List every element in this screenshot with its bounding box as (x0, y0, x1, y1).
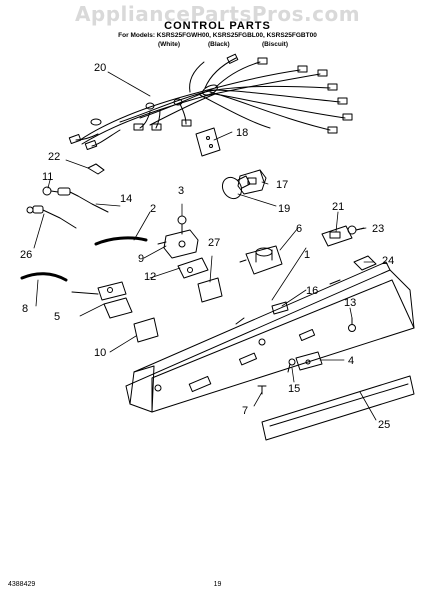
part-switch-4 (295, 351, 323, 371)
page-title: CONTROL PARTS (164, 20, 271, 32)
part-thermistor-probe (26, 205, 77, 229)
callout-2: 2 (150, 203, 156, 215)
page-number: 19 (213, 581, 222, 588)
part-capillary-tube (77, 195, 109, 213)
callout-15: 15 (288, 383, 300, 395)
callout-12: 12 (144, 271, 156, 283)
part-screw-15 (287, 358, 296, 373)
callout-11: 11 (42, 171, 53, 183)
part-label-27 (197, 277, 223, 303)
callout-10: 10 (94, 347, 106, 359)
callout-21: 21 (332, 201, 344, 213)
callout-27: 27 (208, 237, 220, 249)
part-light-bulb (221, 175, 251, 200)
variant-white: (White) (158, 41, 181, 48)
part-control-12 (177, 257, 209, 279)
callout-23: 23 (372, 223, 384, 235)
part-screw-13 (348, 317, 356, 332)
variant-black: (Black) (208, 41, 230, 48)
watermark-logo: AppliancePartsPros.com (74, 2, 361, 26)
part-control-housing (125, 261, 415, 413)
diagram-part-number: 4388429 (8, 581, 36, 588)
part-drain-tube (20, 272, 68, 282)
part-insulator (195, 127, 221, 157)
callout-16: 16 (306, 285, 318, 297)
models-line: For Models: KSRS25FGWH00, KSRS25FGBL00, … (118, 32, 317, 39)
part-thermostat (157, 229, 199, 259)
callout-17: 17 (276, 179, 288, 191)
callout-4: 4 (348, 355, 354, 367)
callout-5: 5 (54, 311, 60, 323)
part-control-knob (239, 245, 283, 275)
callout-labels: 20 18 22 17 11 14 3 19 21 23 2 6 26 9 27… (20, 62, 394, 431)
callout-26: 26 (20, 249, 32, 261)
callout-9: 9 (138, 253, 144, 265)
callout-24: 24 (382, 255, 394, 267)
part-bracket-24 (353, 255, 377, 271)
callout-14: 14 (120, 193, 132, 205)
callout-20: 20 (94, 62, 106, 74)
part-wiring-harness (68, 53, 353, 151)
callout-7: 7 (242, 405, 248, 417)
callout-25: 25 (378, 419, 390, 431)
part-switch (321, 225, 353, 247)
leader-lines (33, 71, 377, 421)
variant-biscuit: (Biscuit) (262, 41, 288, 48)
callout-8: 8 (22, 303, 28, 315)
callout-19: 19 (278, 203, 290, 215)
callout-1: 1 (304, 249, 310, 261)
part-trim-25 (261, 375, 415, 441)
part-thermostat-5 (71, 281, 133, 319)
callout-6: 6 (296, 223, 302, 235)
part-tube (94, 236, 148, 246)
callout-3: 3 (178, 185, 184, 197)
callout-22: 22 (48, 151, 60, 163)
part-clip (87, 163, 105, 175)
part-thermistor (42, 186, 79, 197)
callout-13: 13 (344, 297, 356, 309)
callout-18: 18 (236, 127, 248, 139)
part-label-10 (133, 317, 159, 343)
